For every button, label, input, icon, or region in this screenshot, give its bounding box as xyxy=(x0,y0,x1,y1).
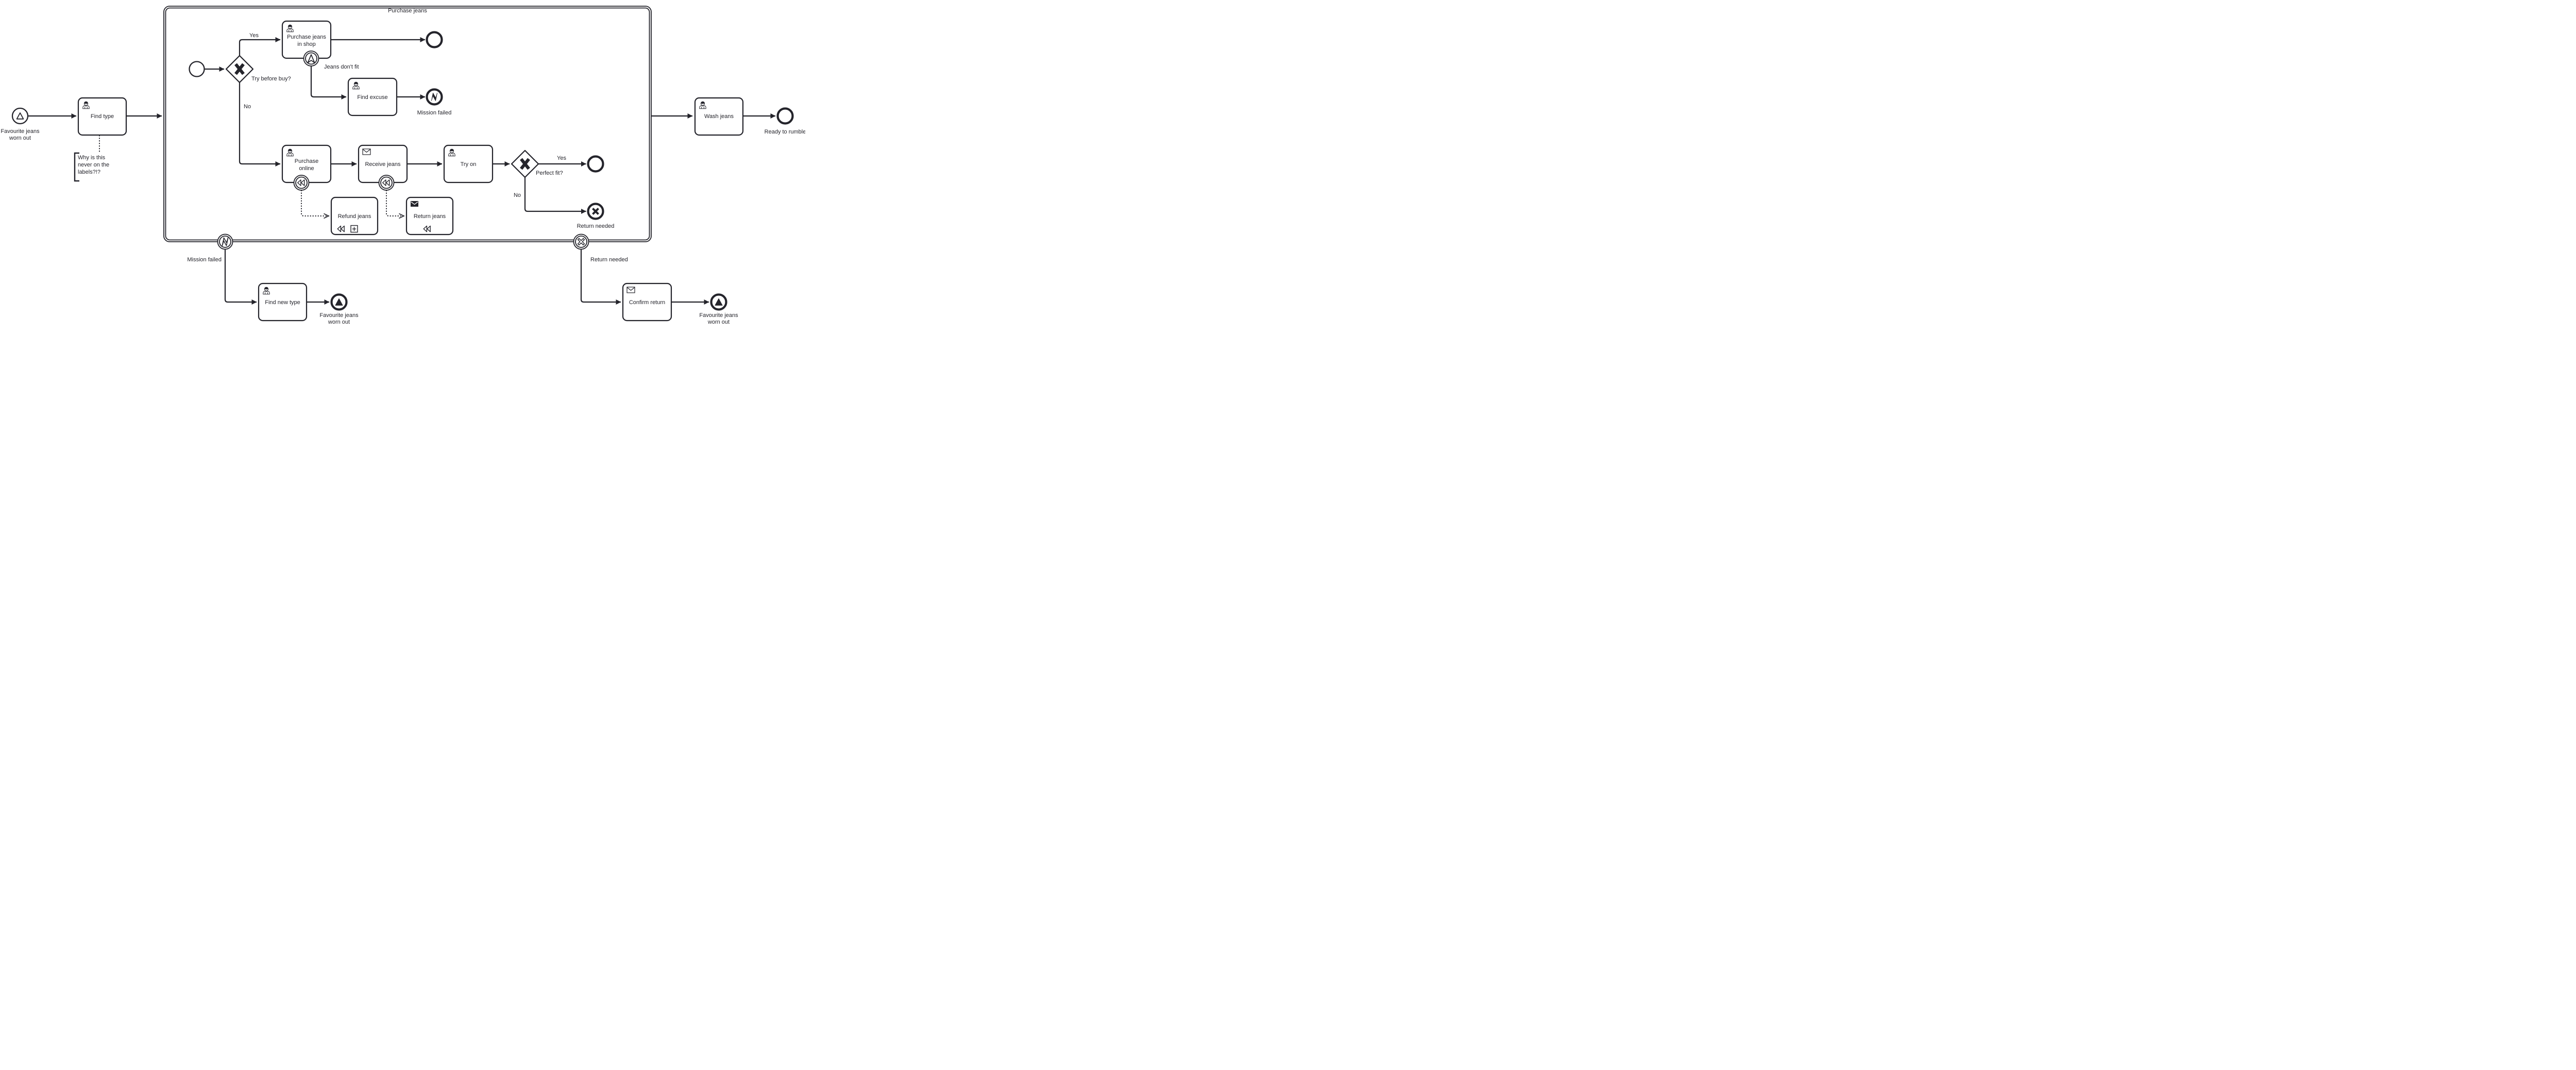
task-find-new-type[interactable]: Find new type xyxy=(258,282,308,322)
end-event-signal-right[interactable]: Favourite jeans worn out xyxy=(699,293,738,326)
message-filled-icon xyxy=(410,200,419,207)
gateway-label: Try before buy? xyxy=(251,76,291,82)
task-label: Wash jeans xyxy=(704,113,734,120)
end-event-label: Return needed xyxy=(577,223,615,229)
sequence-flow-jeans-dont-fit-to-find-excuse[interactable] xyxy=(310,66,347,99)
task-label: Find type xyxy=(91,113,114,120)
task-label-line1: Purchase jeans xyxy=(287,34,326,40)
end-event-mission-failed[interactable]: Mission failed xyxy=(417,88,452,116)
task-refund-jeans[interactable]: Refund jeans xyxy=(330,196,379,236)
task-label-line2: online xyxy=(299,165,314,172)
boundary-event-return-needed[interactable] xyxy=(573,233,589,250)
task-label-line1: Purchase xyxy=(295,158,318,164)
end-event-label-line1: Favourite jeans xyxy=(319,312,359,319)
end-event-return-needed[interactable]: Return needed xyxy=(577,203,615,230)
sequence-flow-return-needed-to-confirm-return[interactable] xyxy=(580,249,621,305)
end-event-purchase-shop-done[interactable] xyxy=(426,31,443,48)
subprocess-title: Purchase jeans xyxy=(388,8,427,14)
boundary-label-mission-failed: Mission failed xyxy=(187,257,222,263)
task-label: Confirm return xyxy=(629,299,665,306)
end-event-label: Ready to rumble xyxy=(765,129,805,135)
task-purchase-jeans-in-shop[interactable]: Purchase jeans in shop xyxy=(281,20,332,59)
xor-gateway-icon xyxy=(520,158,530,170)
gateway-try-before-buy[interactable]: Try before buy? xyxy=(225,55,291,83)
task-label: Refund jeans xyxy=(338,213,371,220)
task-label: Find new type xyxy=(265,299,300,306)
flow-label-no: No xyxy=(514,192,521,198)
task-confirm-return[interactable]: Confirm return xyxy=(622,282,672,322)
message-icon xyxy=(362,148,371,155)
flow-label-no: No xyxy=(244,104,251,110)
gateway-label: Perfect fit? xyxy=(536,170,563,176)
boundary-label-jeans-dont-fit: Jeans don't fit xyxy=(324,64,359,70)
annotation-line2: never on the xyxy=(78,162,109,168)
end-event-label-line1: Favourite jeans xyxy=(699,312,738,319)
start-event-label-line1: Favourite jeans xyxy=(1,128,40,135)
flow-label-yes: Yes xyxy=(557,155,566,161)
gateway-perfect-fit[interactable]: Perfect fit? xyxy=(511,149,563,178)
sequence-flow-yes-to-purchase-shop[interactable] xyxy=(239,37,281,56)
boundary-event-compensation-receive-jeans[interactable] xyxy=(378,175,395,191)
end-event-signal-left[interactable]: Favourite jeans worn out xyxy=(319,293,359,326)
sequence-flow-no-to-purchase-online[interactable] xyxy=(239,82,281,166)
boundary-event-jeans-dont-fit[interactable] xyxy=(303,51,319,66)
end-event-label-line2: worn out xyxy=(328,319,350,325)
flow-label-yes: Yes xyxy=(249,32,259,39)
task-purchase-online[interactable]: Purchase online xyxy=(281,144,332,183)
sequence-flow-perfect-fit-no-to-return-needed[interactable] xyxy=(524,177,586,214)
task-find-type[interactable]: Find type xyxy=(77,97,127,136)
annotation-line1: Why is this xyxy=(78,155,106,161)
task-try-on[interactable]: Try on xyxy=(443,144,494,183)
boundary-event-compensation-purchase-online[interactable] xyxy=(293,175,310,191)
start-event-subprocess[interactable] xyxy=(189,61,205,77)
subprocess-marker-icon xyxy=(350,225,358,233)
task-label: Find excuse xyxy=(357,94,387,101)
start-event-favourite-jeans-worn-out[interactable]: Favourite jeans worn out xyxy=(1,107,40,141)
annotation-line3: labels?!? xyxy=(78,169,100,175)
task-label-line2: in shop xyxy=(297,41,315,47)
task-return-jeans[interactable]: Return jeans xyxy=(405,196,454,236)
task-label: Try on xyxy=(461,161,477,168)
task-label: Receive jeans xyxy=(365,161,401,168)
xor-gateway-icon xyxy=(234,63,245,75)
boundary-label-return-needed: Return needed xyxy=(590,257,628,263)
task-wash-jeans[interactable]: Wash jeans xyxy=(694,97,744,136)
text-annotation[interactable]: Why is this never on the labels?!? xyxy=(74,152,109,182)
association-compensation-to-refund-jeans[interactable] xyxy=(301,190,330,219)
bpmn-diagram-canvas: Purchase jeans Favourite jeans worn out … xyxy=(0,0,805,328)
task-label: Return jeans xyxy=(414,213,446,220)
association-compensation-to-return-jeans[interactable] xyxy=(386,190,405,219)
task-find-excuse[interactable]: Find excuse xyxy=(347,77,398,116)
boundary-event-mission-failed[interactable] xyxy=(217,233,233,250)
end-event-label-line2: worn out xyxy=(707,319,730,325)
end-event-perfect-fit[interactable] xyxy=(587,155,604,173)
start-event-label-line2: worn out xyxy=(9,135,31,141)
message-icon xyxy=(626,287,635,293)
sequence-flow-mission-failed-to-find-new-type[interactable] xyxy=(224,249,257,305)
end-event-label: Mission failed xyxy=(417,110,452,116)
end-event-ready-to-rumble[interactable]: Ready to rumble xyxy=(765,107,805,136)
